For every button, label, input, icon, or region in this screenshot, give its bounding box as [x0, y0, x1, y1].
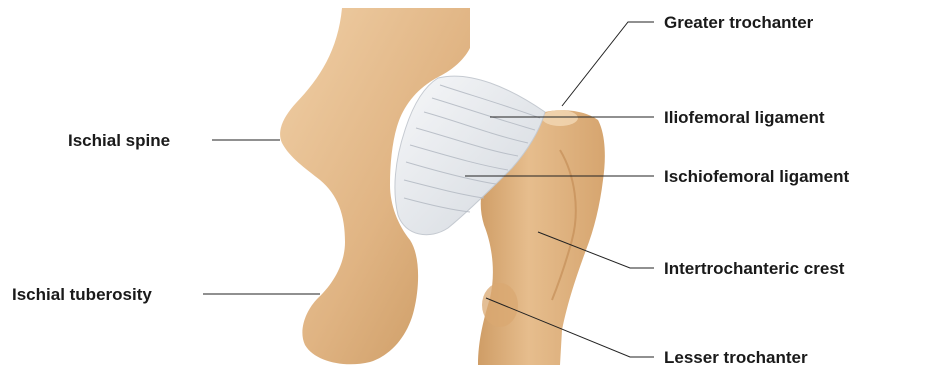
label-iliofemoral-ligament: Iliofemoral ligament: [664, 108, 825, 127]
lesser-trochanter-bump: [482, 283, 518, 327]
label-ischial-spine: Ischial spine: [68, 131, 170, 150]
label-greater-trochanter: Greater trochanter: [664, 13, 814, 32]
label-intertrochanteric-crest: Intertrochanteric crest: [664, 259, 845, 278]
label-ischial-tuberosity: Ischial tuberosity: [12, 285, 152, 304]
label-lesser-trochanter: Lesser trochanter: [664, 348, 808, 365]
head-highlight: [542, 110, 578, 126]
leader-greater-trochanter: [562, 22, 654, 106]
label-ischiofemoral-ligament: Ischiofemoral ligament: [664, 167, 849, 186]
